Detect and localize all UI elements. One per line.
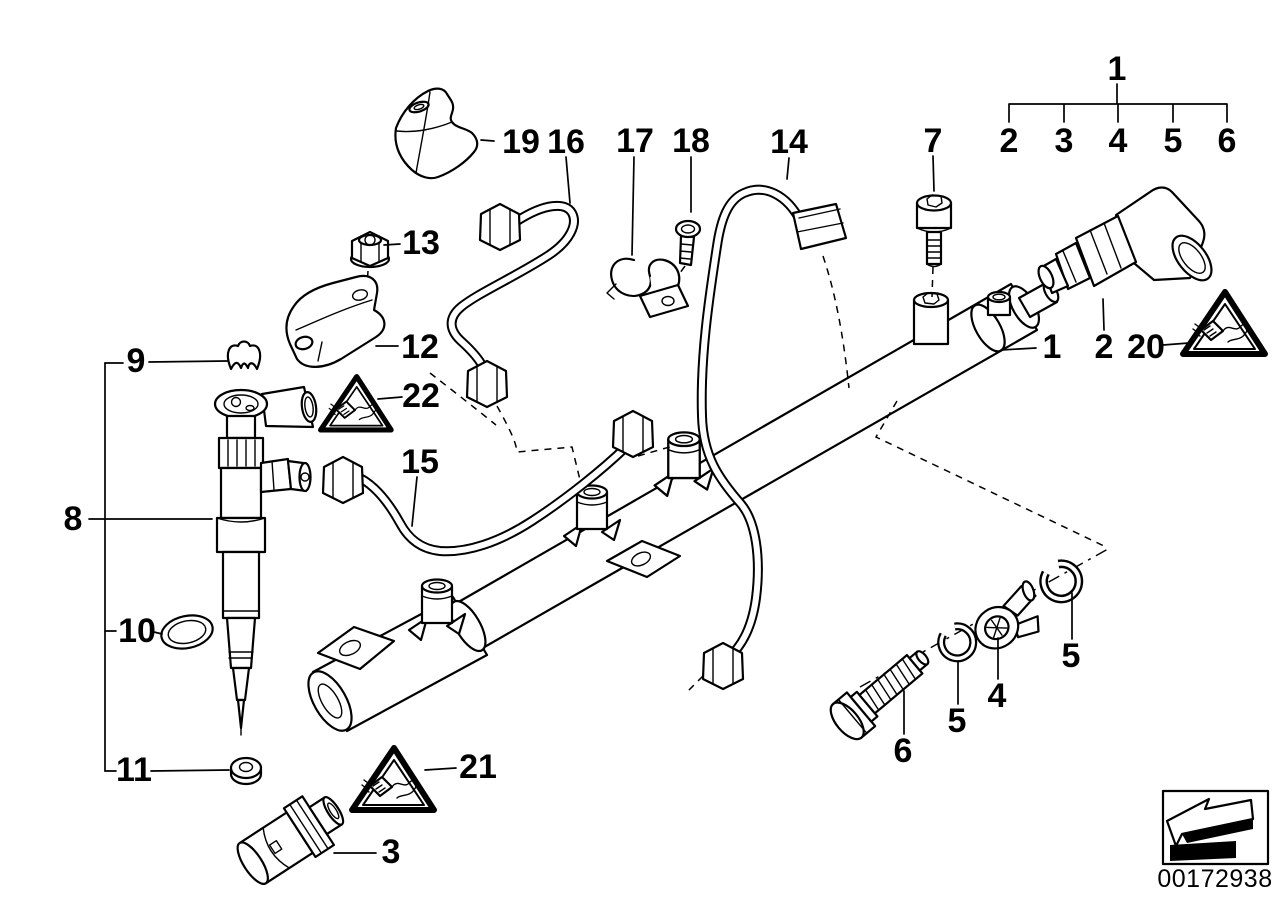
callout-5a: 5 [1062,637,1081,675]
pressure-pipe-16 [446,200,579,409]
banjo-assembly-exploded [829,548,1109,741]
pipe-clamp-17 [606,257,690,319]
banjo-fitting-4 [974,580,1040,650]
plate-number: 00172938 [1157,865,1272,893]
fuel-injector-drawing [213,385,318,736]
rail-end-port [986,290,1012,317]
callout-8: 8 [64,500,83,538]
callout-5-tree: 5 [1164,122,1183,160]
callout-18: 18 [672,122,710,160]
washer-11 [229,756,263,786]
flange-nut-13 [349,230,391,269]
callout-15: 15 [401,443,439,481]
callout-9: 9 [127,342,146,380]
callout-4: 4 [988,677,1007,715]
rubber-buffer-19 [394,87,479,180]
callout-22: 22 [402,377,440,415]
callout-17: 17 [616,122,654,160]
callout-21: 21 [459,748,497,786]
callout-14: 14 [770,123,808,161]
callout-12: 12 [401,328,439,366]
group-1-bracket-lines [1008,83,1228,123]
fuel-rail-drawing [307,280,1060,733]
leader-lines [88,83,1228,854]
callout-1: 1 [1043,328,1062,366]
callout-10: 10 [118,612,156,650]
warning-triangle-21-icon [352,748,434,810]
rail-bolt-port [912,291,950,346]
callout-13: 13 [402,224,440,262]
callout-11: 11 [116,751,152,789]
callout-16: 16 [547,123,585,161]
pressure-regulator-2 [1037,186,1213,295]
banjo-bolt-6 [829,650,930,741]
o-ring-10 [160,614,214,650]
callout-7: 7 [924,122,943,160]
callout-3: 3 [382,833,401,871]
callout-6-tree: 6 [1218,122,1237,160]
warning-triangle-22-icon [321,377,392,430]
callout-2-tree: 2 [1000,122,1019,160]
sensor-3-drawing [236,795,345,885]
return-pipe-14 [696,184,848,691]
callout-6: 6 [894,732,913,770]
callout-2: 2 [1095,328,1114,366]
callout-1-group: 1 [1108,50,1127,88]
callout-3-tree: 3 [1055,122,1074,160]
warning-triangle-20-icon [1183,292,1265,354]
callout-20: 20 [1127,328,1165,366]
rail-injector-ports [407,290,1012,642]
arrow-down-left-3d-icon [1165,797,1255,861]
rail-bolt-7 [915,194,953,268]
clamp-screw-18 [674,219,702,267]
callout-19: 19 [502,123,540,161]
callout-4-tree: 4 [1109,122,1128,160]
plate-box: 00172938 [1157,789,1272,893]
clamp-bracket-12 [285,274,386,368]
injector-clip-9 [226,340,262,371]
pressure-pipe-15 [321,409,655,557]
seal-ring-5-left [936,621,980,664]
callout-5b: 5 [948,702,967,740]
